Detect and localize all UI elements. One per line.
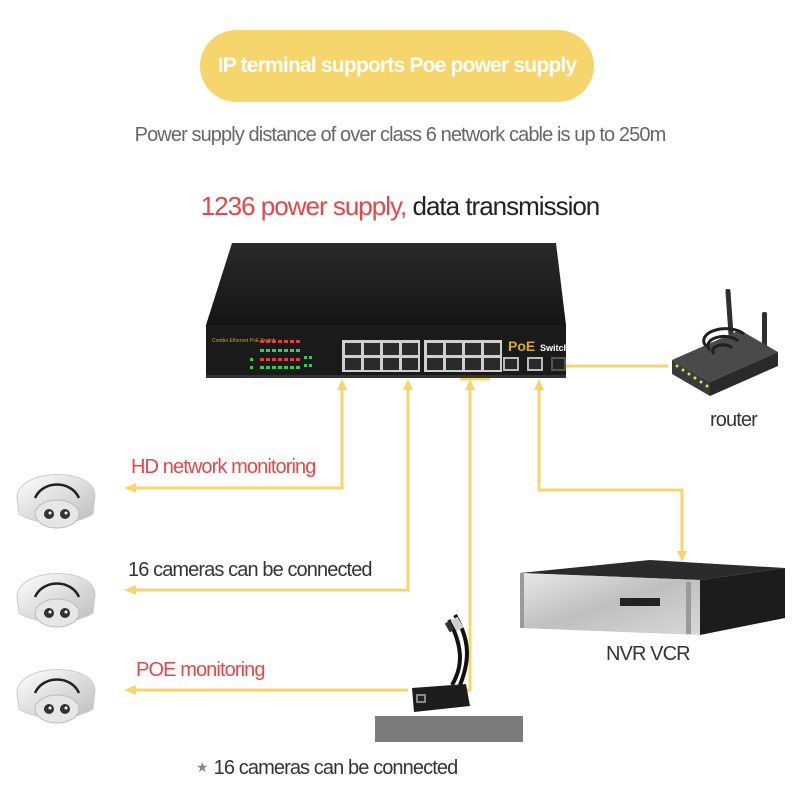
headline: 1236 power supply, data transmission [0, 191, 800, 222]
subtitle: Power supply distance of over class 6 ne… [134, 124, 667, 146]
rj45-port-block-1 [342, 340, 420, 372]
dome-camera-icon-1 [16, 474, 96, 529]
arrow-up-3 [465, 379, 475, 390]
nvr-label: NVR VCR [606, 643, 691, 665]
footer-note: ★16 cameras can be connected [196, 757, 459, 780]
switch-leds [250, 340, 312, 369]
headline-highlight: 1236 power supply, [200, 191, 408, 221]
arrowheads [124, 379, 687, 695]
title-banner: IP terminal supports Poe power supply [200, 30, 594, 102]
connection-lines [130, 364, 684, 692]
uplink-ports [503, 357, 566, 371]
arrow-left-3 [124, 685, 136, 695]
arrow-up-4 [534, 379, 544, 390]
wifi-icon [702, 327, 745, 356]
camera-2-label: 16 cameras can be connected [128, 559, 373, 581]
banner-title: IP terminal supports Poe power supply [217, 54, 577, 77]
arrow-down-nvr [677, 551, 687, 562]
dome-camera-icon-3 [16, 669, 96, 724]
nvr-recorder-icon [520, 560, 785, 635]
switch-brand-suffix: Switch [540, 343, 569, 353]
camera-3-label: POE monitoring [136, 659, 265, 681]
line-nvr [537, 385, 684, 555]
poe-splitter-icon [412, 613, 470, 712]
arrow-up-1 [337, 379, 347, 390]
arrow-left-1 [124, 483, 136, 493]
star-icon: ★ [196, 759, 209, 775]
dome-camera-icon-2 [16, 573, 96, 628]
camera-1-label: HD network monitoring [131, 456, 316, 478]
headline-rest: data transmission [406, 191, 601, 221]
arrow-up-2 [403, 379, 413, 390]
switch-model-text: Combo Ethernet PoE Switch [212, 338, 276, 344]
redaction-bar [375, 716, 523, 742]
footer-text: 16 cameras can be connected [213, 757, 459, 779]
switch-brand-label: PoE [508, 338, 535, 354]
line-camera-2 [130, 385, 410, 592]
rj45-port-block-2 [424, 340, 502, 372]
router-icon [672, 288, 778, 396]
line-camera-1 [130, 385, 344, 490]
arrow-left-2 [124, 585, 136, 595]
poe-switch: Combo Ethernet PoE Switch [206, 243, 569, 378]
router-label: router [710, 409, 758, 431]
